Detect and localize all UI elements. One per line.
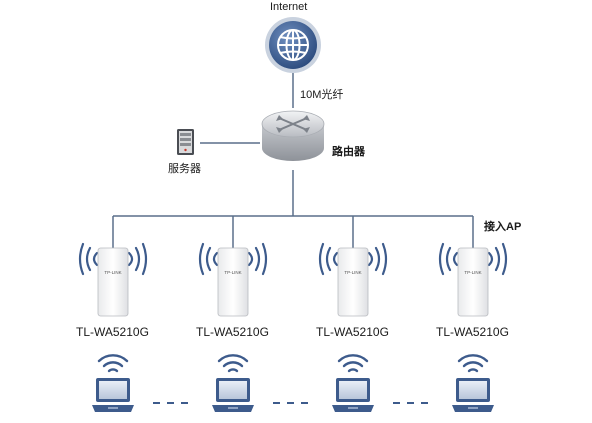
laptop-4 — [452, 354, 494, 412]
globe-icon — [265, 17, 321, 73]
wifi-signal-icon — [217, 354, 249, 373]
access-point-1: TP-LINK — [78, 242, 148, 317]
ap-device-icon — [457, 247, 489, 317]
laptop-3 — [332, 354, 374, 412]
ap-group-label: 接入AP — [484, 221, 522, 233]
server-label: 服务器 — [168, 163, 201, 175]
uplink-label: 10M光纤 — [300, 89, 344, 101]
ap-brand-label: TP-LINK — [344, 270, 361, 275]
laptop-1 — [92, 354, 134, 412]
access-point-3: TP-LINK — [318, 242, 388, 317]
wireless-waves-icon — [318, 242, 388, 276]
wireless-waves-icon — [78, 242, 148, 276]
internet-label: Internet — [270, 1, 308, 13]
access-points-group: TP-LINK TP-LINK TP-LINK TP-LINK — [78, 242, 508, 317]
ap-model-label-2: TL-WA5210G — [196, 325, 269, 339]
ap-model-label-4: TL-WA5210G — [436, 325, 509, 339]
wireless-waves-icon — [438, 242, 508, 276]
wifi-signal-icon — [97, 354, 129, 373]
ap-brand-label: TP-LINK — [224, 270, 241, 275]
laptop-icon — [92, 378, 134, 412]
laptop-icon — [212, 378, 254, 412]
wifi-signal-icon — [457, 354, 489, 373]
access-point-2: TP-LINK — [198, 242, 268, 317]
server-icon — [177, 129, 194, 155]
ap-device-icon — [337, 247, 369, 317]
wifi-signal-icon — [337, 354, 369, 373]
ap-model-label-3: TL-WA5210G — [316, 325, 389, 339]
connection-lines — [112, 73, 474, 248]
wireless-waves-icon — [198, 242, 268, 276]
router-icon — [261, 110, 325, 161]
router-label: 路由器 — [332, 146, 365, 158]
ap-model-label-1: TL-WA5210G — [76, 325, 149, 339]
ap-brand-label: TP-LINK — [464, 270, 481, 275]
laptop-icon — [332, 378, 374, 412]
laptop-icon — [452, 378, 494, 412]
ap-device-icon — [217, 247, 249, 317]
laptop-2 — [212, 354, 254, 412]
access-point-4: TP-LINK — [438, 242, 508, 317]
ap-device-icon — [97, 247, 129, 317]
ap-brand-label: TP-LINK — [104, 270, 121, 275]
clients-group — [92, 354, 494, 412]
